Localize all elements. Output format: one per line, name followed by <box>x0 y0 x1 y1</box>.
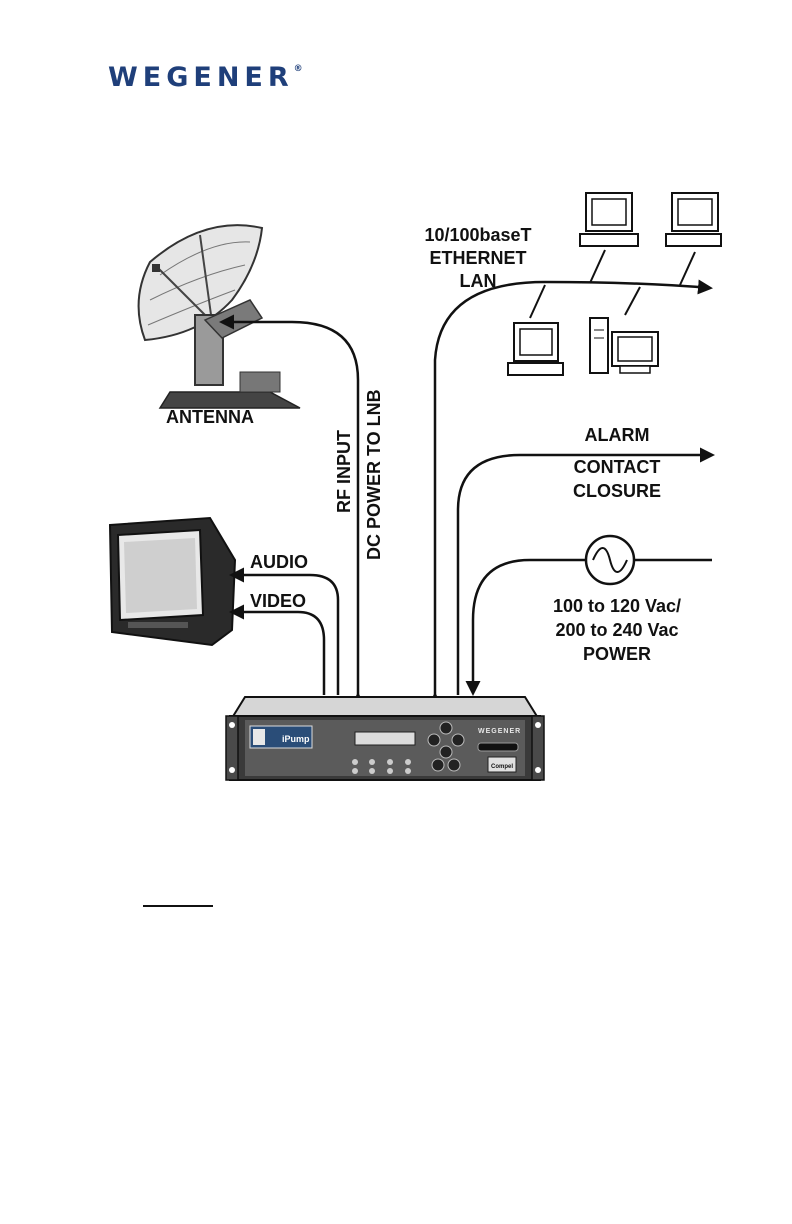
antenna-label: ANTENNA <box>166 407 254 427</box>
ethernet-label-2: ETHERNET <box>429 248 526 268</box>
rf-input-label: RF INPUT <box>334 430 354 513</box>
alarm-label: ALARM <box>585 425 650 445</box>
lan-drop <box>590 250 605 283</box>
dc-power-label: DC POWER TO LNB <box>364 389 384 560</box>
device-model: iPump <box>282 734 310 744</box>
lan-drop <box>530 285 545 318</box>
tower-computer-icon <box>590 318 658 373</box>
power-label-2: 200 to 240 Vac <box>555 620 678 640</box>
contact-label-1: CONTACT <box>574 457 661 477</box>
device-brand: WEGENER <box>478 728 521 735</box>
power-label-3: POWER <box>583 644 651 664</box>
audio-label: AUDIO <box>250 552 308 572</box>
ac-source-icon <box>586 536 634 584</box>
desktop-computer-icon <box>580 193 638 246</box>
contact-label-2: CLOSURE <box>573 481 661 501</box>
video-cable <box>232 612 324 695</box>
video-label: VIDEO <box>250 591 306 611</box>
desktop-computer-icon <box>508 323 563 375</box>
device-badge: Compel <box>491 764 513 770</box>
underline-rule <box>143 905 213 907</box>
satellite-dish-icon <box>139 225 300 408</box>
lan-drop <box>680 252 695 285</box>
power-label-1: 100 to 120 Vac/ <box>553 596 681 616</box>
desktop-computer-icon <box>666 193 721 246</box>
television-icon <box>110 518 235 645</box>
lan-drop <box>625 287 640 315</box>
ethernet-label-3: LAN <box>460 271 497 291</box>
ethernet-label-1: 10/100baseT <box>424 225 531 245</box>
